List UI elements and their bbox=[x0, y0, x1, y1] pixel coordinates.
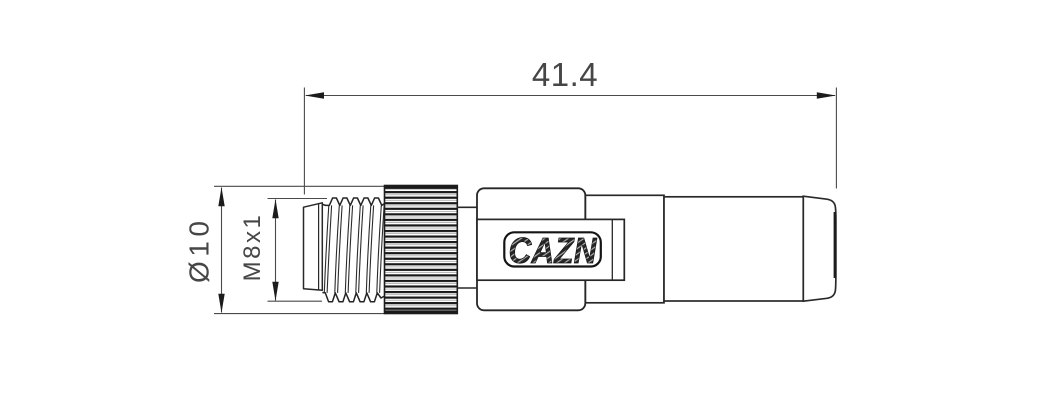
svg-text:CAZN: CAZN bbox=[509, 230, 598, 271]
svg-text:Ø10: Ø10 bbox=[184, 217, 215, 283]
svg-text:M8x1: M8x1 bbox=[239, 213, 266, 282]
svg-text:41.4: 41.4 bbox=[532, 56, 598, 93]
